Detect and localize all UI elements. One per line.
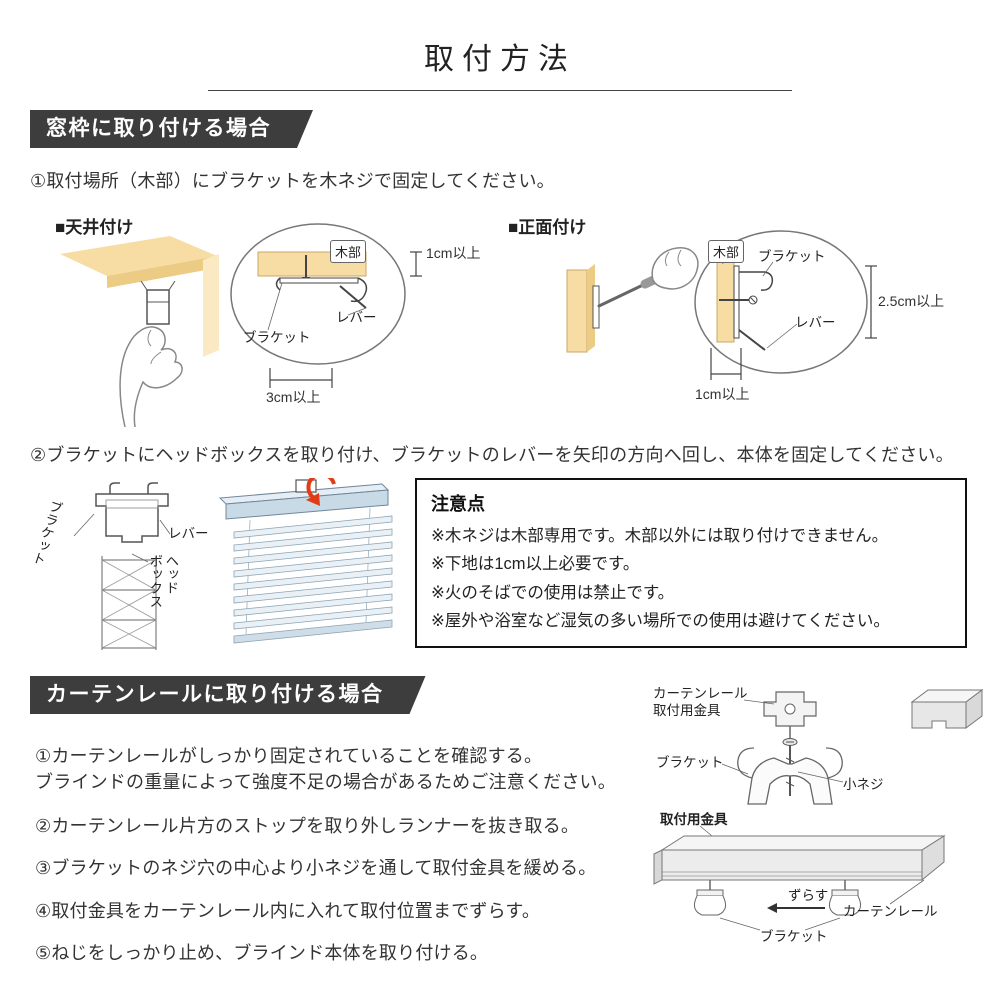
- front-lever-label: レバー: [795, 315, 836, 330]
- rail-step-1-note: ブラインドの重量によって強度不足の場合があるためご注意ください。: [35, 772, 616, 792]
- headbox-label-col2: ボックス: [147, 554, 163, 608]
- front-mount-title: ■正面付け: [508, 218, 587, 237]
- caution-item-3: ※火のそばでの使用は禁止です。: [431, 583, 675, 602]
- window-step2: ②ブラケットにヘッドボックスを取り付け、ブラケットのレバーを矢印の方向へ回し、本…: [30, 445, 954, 465]
- ceiling-width-dimension: 3cm以上: [266, 389, 321, 405]
- headbox-label-col1: ヘッド: [163, 554, 179, 595]
- caution-item-2: ※下地は1cm以上必要です。: [431, 555, 640, 574]
- title-underline: [208, 90, 792, 91]
- front-wood-label: 木部: [708, 240, 745, 263]
- fitting-label: 取付用金具: [660, 812, 728, 827]
- slide-label: ずらす: [788, 888, 829, 903]
- curtain-rail-label: カーテンレール: [843, 904, 938, 919]
- rail-bracket-bottom-label: ブラケット: [760, 929, 828, 944]
- ceiling-lever-label: レバー: [336, 310, 377, 325]
- ceiling-wood-label: 木部: [330, 240, 367, 263]
- caution-title: 注意点: [431, 494, 485, 514]
- rail-step-2: ②カーテンレール片方のストップを取り外しランナーを抜き取る。: [35, 816, 580, 836]
- rail-step-4: ④取付金具をカーテンレール内に入れて取付位置までずらす。: [35, 901, 541, 921]
- front-mount-hand-illustration: [566, 247, 699, 353]
- front-depth-dimension: 1cm以上: [695, 386, 750, 402]
- rail-fitting-label-line2: 取付用金具: [653, 703, 721, 718]
- ceiling-mount-hand-illustration: [60, 236, 219, 427]
- front-mount-detail-diagram: [694, 230, 877, 380]
- rail-step-5: ⑤ねじをしっかり止め、ブラインド本体を取り付ける。: [35, 943, 489, 963]
- section-window-heading: 窓枠に取り付ける場合: [30, 110, 313, 148]
- ceiling-bracket-label: ブラケット: [243, 330, 311, 345]
- small-screw-label: 小ネジ: [843, 777, 884, 792]
- section-rail-heading: カーテンレールに取り付ける場合: [30, 676, 426, 714]
- attach-lever-label: レバー: [168, 526, 209, 541]
- caution-item-4: ※屋外や浴室など湿気の多い場所での使用は避けてください。: [431, 612, 890, 631]
- headbox-attach-illustration: [73, 478, 393, 650]
- rail-fitting-label-line1: カーテンレール: [653, 686, 748, 701]
- ceiling-mount-title: ■天井付け: [55, 218, 134, 237]
- rail-bracket-top-label: ブラケット: [656, 755, 724, 770]
- caution-item-1: ※木ネジは木部専用です。木部以外には取り付けできません。: [431, 527, 889, 545]
- attach-headbox-label: ヘッド ボックス: [146, 554, 178, 608]
- rail-step-1: ①カーテンレールがしっかり固定されていることを確認する。: [35, 746, 543, 766]
- window-step1: ①取付場所（木部）にブラケットを木ネジで固定してください。: [30, 171, 555, 191]
- front-bracket-label: ブラケット: [758, 249, 826, 264]
- rail-step-3: ③ブラケットのネジ穴の中心より小ネジを通して取付金具を緩める。: [35, 858, 597, 878]
- caution-box: 注意点 ※木ネジは木部専用です。木部以外には取り付けできません。 ※下地は1cm…: [415, 478, 967, 648]
- ceiling-depth-dimension: 1cm以上: [426, 245, 481, 261]
- curtain-rail-illustration: [653, 689, 984, 931]
- front-height-dimension: 2.5cm以上: [878, 293, 945, 309]
- page-title: 取付方法: [424, 43, 576, 76]
